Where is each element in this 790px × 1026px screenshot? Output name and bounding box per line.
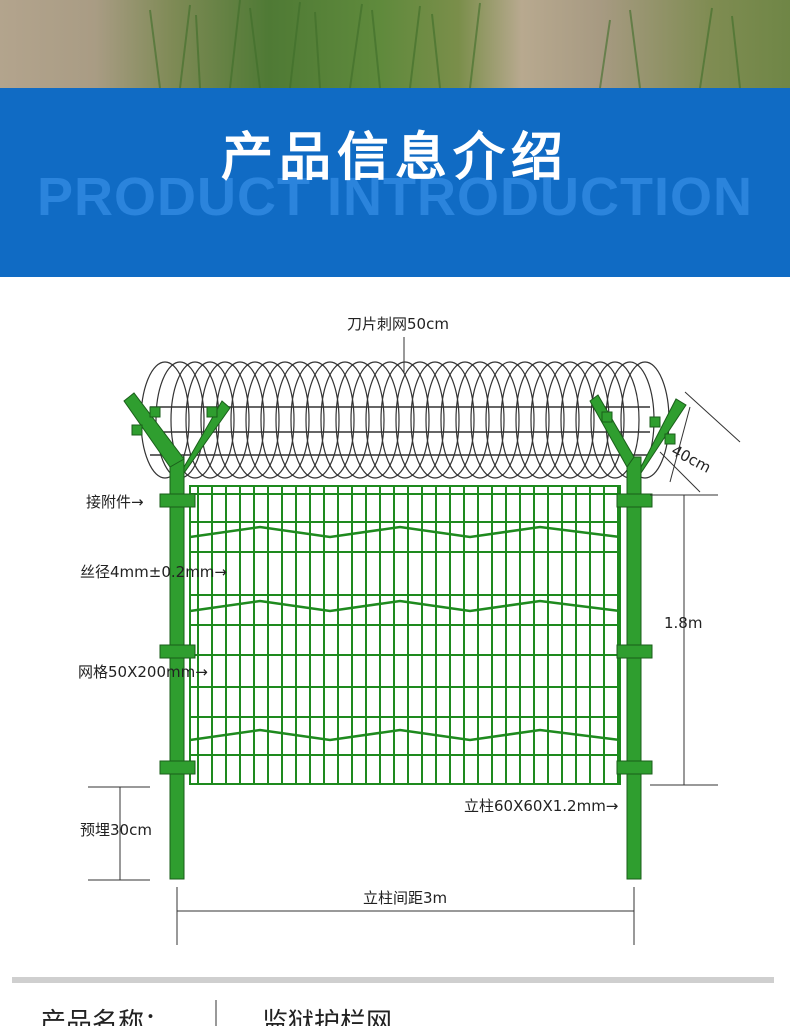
- mesh-panel: [189, 485, 621, 785]
- razor-coil: [410, 361, 460, 479]
- razor-coil: [485, 361, 535, 479]
- razor-coil: [365, 361, 415, 479]
- razor-coil: [245, 361, 295, 479]
- product-info-row: 产品名称： 监狱护栏网: [0, 1000, 790, 1026]
- razor-coil: [530, 361, 580, 479]
- height-label: 1.8m: [664, 614, 703, 632]
- razor-coil: [455, 361, 505, 479]
- razor-coil: [500, 361, 550, 479]
- info-separator: [215, 1000, 217, 1026]
- mesh-size-label: 网格50X200mm→: [78, 663, 208, 681]
- banner-subtitle: PRODUCT INTRODUCTION: [37, 167, 753, 227]
- product-name-value: 监狱护栏网: [262, 1008, 393, 1026]
- razor-coil: [575, 361, 625, 479]
- razor-coil: [260, 361, 310, 479]
- razor-coil: [380, 361, 430, 479]
- mesh-frame: [189, 485, 621, 785]
- razor-coil: [200, 361, 250, 479]
- razor-coil: [230, 361, 280, 479]
- razor-coil: [275, 361, 325, 479]
- post-spacing-label: 立柱间距3m: [363, 889, 448, 907]
- razor-coil: [590, 361, 640, 479]
- wire-diameter-label: 丝径4mm±0.2mm→: [80, 563, 227, 581]
- mesh-vertical-wires: [197, 486, 619, 784]
- razor-wire-label: 刀片刺网50cm: [347, 315, 449, 333]
- razor-coil: [440, 361, 490, 479]
- product-name-key: 产品名称：: [40, 1008, 171, 1026]
- razor-coil: [185, 361, 235, 479]
- left-post: [123, 392, 231, 880]
- right-post: [589, 394, 687, 880]
- banner-title: 产品信息介绍: [220, 128, 569, 188]
- razor-coil: [395, 361, 445, 479]
- razor-coil: [320, 361, 370, 479]
- razor-coil: [515, 361, 565, 479]
- razor-coil: [545, 361, 595, 479]
- fence-drawing: [88, 337, 741, 945]
- razor-coil: [350, 361, 400, 479]
- grass-texture: [149, 0, 741, 88]
- section-banner: [0, 88, 790, 277]
- razor-wire-lines: [150, 406, 650, 456]
- razor-coil: [470, 361, 520, 479]
- razor-coil: [335, 361, 385, 479]
- fence-diagram: 刀片刺网50cm 40cm 接附件→ 丝径4mm±0.2mm→ 1.8m 网格5…: [0, 277, 790, 967]
- razor-coil: [305, 361, 355, 479]
- razor-coil: [425, 361, 475, 479]
- razor-coil: [215, 361, 265, 479]
- grass-photo-strip: [0, 0, 790, 88]
- connector-label: 接附件→: [86, 493, 144, 511]
- post-spec-label: 立柱60X60X1.2mm→: [464, 797, 619, 815]
- section-divider: [12, 977, 774, 983]
- dimension-lines: [88, 337, 741, 945]
- mesh-bends: [189, 525, 621, 742]
- razor-coil: [290, 361, 340, 479]
- mesh-horizontal-wires: [190, 493, 620, 756]
- embed-depth-label: 预埋30cm: [80, 821, 152, 839]
